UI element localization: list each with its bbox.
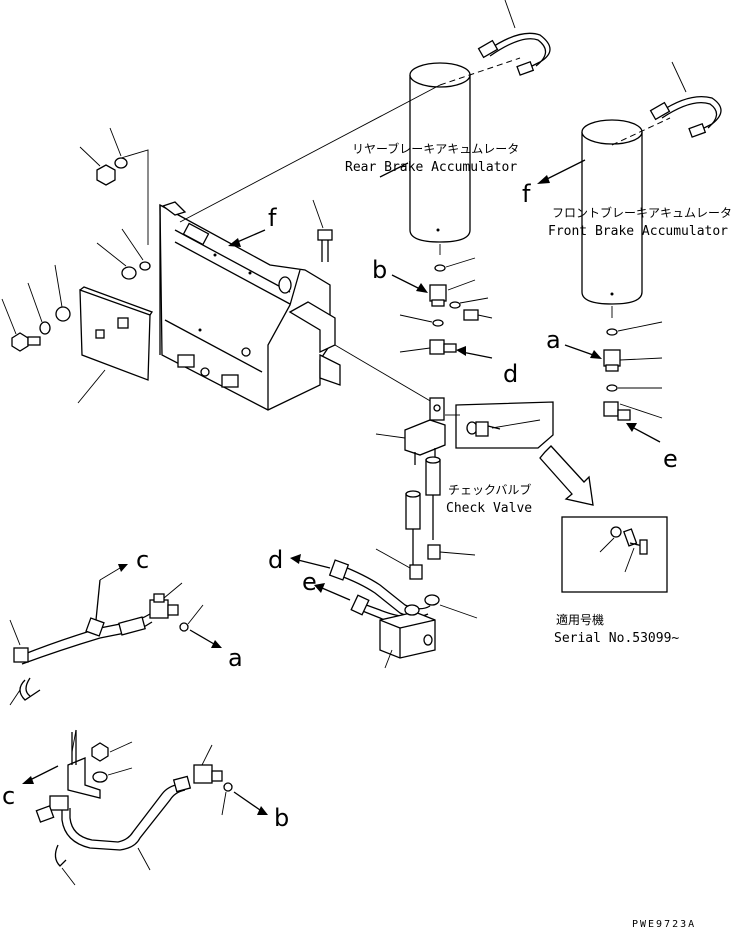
letter-a-lower: a xyxy=(228,644,243,672)
drawing-code: PWE9723A xyxy=(632,919,696,930)
front-accumulator-fittings xyxy=(564,321,663,443)
serial-en-label: Serial No.53099~ xyxy=(554,631,679,646)
arrow-f-bracket xyxy=(228,229,266,247)
letter-c-upper: c xyxy=(136,546,149,574)
hidden-line-rear xyxy=(439,57,521,86)
front-brake-accumulator xyxy=(581,61,722,318)
rear-accumulator-en-label: Rear Brake Accumulator xyxy=(345,160,517,175)
check-valve-jp-label: チェックバルブ xyxy=(448,482,531,497)
leader-check-valve xyxy=(334,344,433,403)
main-bracket xyxy=(159,201,341,411)
serial-inset xyxy=(561,516,668,593)
letter-d-pipe: d xyxy=(268,546,283,574)
letter-d-rear: d xyxy=(503,360,518,388)
leader-rear-accumulator xyxy=(179,84,441,223)
rear-accumulator-fittings xyxy=(391,257,493,359)
letter-f-rear: f xyxy=(522,180,531,208)
check-valve-en-label: Check Valve xyxy=(446,501,532,516)
pipe-c-b xyxy=(22,729,268,886)
hidden-line-front xyxy=(611,117,671,146)
pipes-d-e xyxy=(290,554,478,669)
letter-a-front: a xyxy=(546,326,561,354)
serial-arrow xyxy=(539,445,594,506)
front-accumulator-en-label: Front Brake Accumulator xyxy=(548,224,728,239)
front-accumulator-jp-label: フロントブレーキアキュムレータ xyxy=(552,205,732,220)
check-valve-assembly xyxy=(375,397,476,580)
bracket-bolt xyxy=(312,199,333,262)
bolt-inset xyxy=(445,401,554,449)
letter-e-front: e xyxy=(663,445,678,473)
left-fasteners xyxy=(1,127,151,352)
rear-accumulator-arrow xyxy=(379,162,409,178)
letter-b-rear: b xyxy=(372,256,387,284)
pipe-c-a xyxy=(9,564,222,706)
front-accumulator-arrow xyxy=(544,159,586,181)
letter-c-lower: c xyxy=(2,782,15,810)
letter-e-pipe: e xyxy=(302,568,317,596)
rear-accumulator-jp-label: リヤーブレーキアキュムレータ xyxy=(352,141,519,156)
rear-brake-accumulator xyxy=(409,0,551,255)
front-accumulator-arrowhead xyxy=(537,175,550,184)
serial-jp-label: 適用号機 xyxy=(556,612,604,627)
cover-plate xyxy=(77,286,153,404)
letter-b-lower: b xyxy=(274,804,289,832)
letter-f-bracket: f xyxy=(268,204,277,232)
